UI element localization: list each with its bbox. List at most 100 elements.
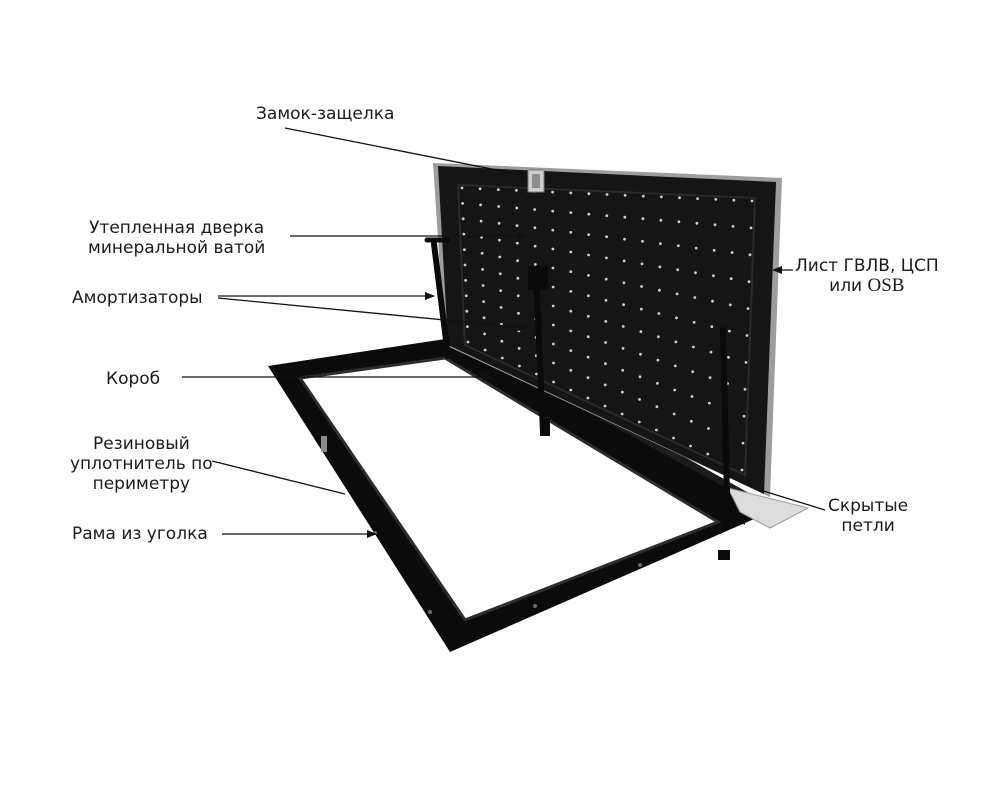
rivet-dot <box>587 212 591 216</box>
rivet-dot <box>569 191 573 195</box>
frame-plate <box>321 436 327 452</box>
rivet-dot <box>714 198 718 201</box>
label-rubber-seal-line-3: периметру <box>92 474 191 494</box>
rivet-dot <box>551 190 554 194</box>
rivet-dot <box>551 304 555 308</box>
rivet-dot <box>518 364 521 368</box>
rivet-dot <box>604 341 607 344</box>
rivet-dot <box>727 355 730 359</box>
rivet-dot <box>517 347 521 350</box>
hinge-plate <box>727 487 810 529</box>
rivet-dot <box>533 208 537 211</box>
leader-shock-2 <box>217 297 528 332</box>
rivet-dot <box>731 225 735 228</box>
rivet-dot <box>745 334 749 337</box>
rivet-dot <box>551 247 555 251</box>
leader-lines <box>182 127 826 538</box>
rivet-dot <box>657 335 660 339</box>
rivet-dot <box>641 217 645 221</box>
rivet-dot <box>656 382 659 385</box>
rivet-dot <box>587 253 590 257</box>
rivet-dot <box>747 280 751 284</box>
rivet-dot <box>483 332 486 336</box>
rivet-dot <box>552 361 555 365</box>
rivet-dot <box>712 274 715 278</box>
rivet-dot <box>500 339 504 343</box>
rivet-dot <box>732 198 736 202</box>
label-hidden-hinges: Скрытые петли <box>828 496 908 536</box>
rivet-dot <box>551 209 555 213</box>
rivet-dot <box>675 292 679 296</box>
rivet-dot <box>676 244 680 248</box>
rivet-dot <box>622 303 625 307</box>
label-rubber-seal-line-2: уплотнитель по <box>70 454 213 474</box>
rivet-dot <box>479 203 482 207</box>
rivet-dot <box>533 226 537 230</box>
rivet-dot <box>603 404 607 408</box>
label-sheet-line-1: Лист ГВЛВ, ЦСП <box>795 256 939 276</box>
rivet-dot <box>709 350 713 354</box>
rivet-dot <box>622 281 626 285</box>
rivet-dot <box>499 289 503 292</box>
rivet-dot <box>496 188 500 192</box>
rivet-dot <box>708 376 712 379</box>
rivet-dot <box>515 224 519 228</box>
rivet-dot <box>655 428 658 432</box>
rivet-dot <box>587 233 591 237</box>
leader-seal <box>211 460 346 495</box>
rivet-dot <box>551 266 555 270</box>
rivet-dot <box>658 288 661 292</box>
rivet-dot <box>533 263 537 266</box>
rivet-dot <box>461 202 464 205</box>
rivet-dot <box>586 355 590 359</box>
rivet-dot <box>623 215 627 219</box>
rivet-dot <box>742 414 746 418</box>
rivet-dot <box>533 244 537 248</box>
rivet-dot <box>711 299 714 303</box>
rivet-dot <box>569 270 573 274</box>
rivet-dot <box>694 271 697 275</box>
rivet-dot <box>603 383 607 387</box>
label-sheet-osb: OSB <box>867 275 905 296</box>
rivet-dot <box>604 362 607 366</box>
rivet-dot <box>569 388 573 392</box>
rivet-dot <box>586 376 590 379</box>
label-sheet-line-2-prefix: или <box>829 276 868 296</box>
rivet-dot <box>516 259 519 263</box>
rivet-dot <box>460 186 464 190</box>
rivet-dot <box>744 361 748 364</box>
rivet-dot <box>675 316 678 320</box>
rivet-dot <box>710 325 714 329</box>
label-insulated-door-line-2: минеральной ватой <box>88 238 266 258</box>
rivet-dot <box>604 277 608 281</box>
rivet-dot <box>655 405 659 409</box>
rivet-dot <box>517 311 520 315</box>
rivet-dot <box>516 276 520 280</box>
rivet-dot <box>515 189 518 192</box>
hinge-foot <box>718 550 730 560</box>
rivet-dot <box>641 194 645 198</box>
rivet-dot <box>623 193 627 197</box>
rivet-dot <box>605 193 609 196</box>
rivet-dot <box>466 325 469 328</box>
rivet-dot <box>480 251 484 255</box>
rivet-dot <box>621 325 625 328</box>
rivet-dot <box>730 251 734 255</box>
rivet-dot <box>692 320 696 324</box>
rivet-dot <box>535 372 538 376</box>
rivet-dot <box>464 279 467 282</box>
rivet-dot <box>743 387 747 391</box>
rivet-dot <box>637 420 641 424</box>
rivet-dot <box>605 235 608 239</box>
rivet-dot <box>482 300 485 303</box>
rivet-dot <box>587 192 591 196</box>
rivet-dot <box>641 239 644 243</box>
label-sheet-line-2: или OSB <box>795 275 939 297</box>
rivet-dot <box>689 444 692 448</box>
rivet-dot <box>465 309 469 313</box>
rivet-dot <box>678 196 681 200</box>
rivet-dot <box>728 303 732 307</box>
rivet-dot <box>622 259 626 263</box>
rivet-dot <box>746 307 750 310</box>
